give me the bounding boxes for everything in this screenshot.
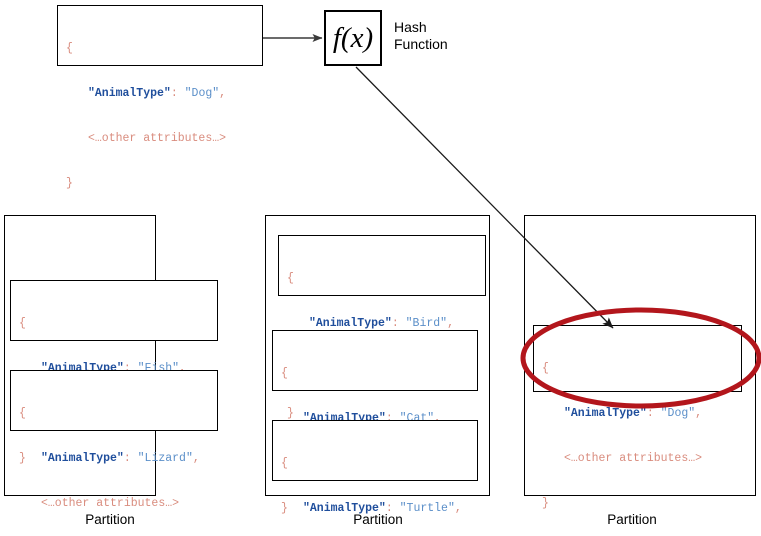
record-key-value-line: "AnimalType": "Turtle", bbox=[303, 502, 462, 515]
record-card-dog: { "AnimalType": "Dog", <…other attribute… bbox=[533, 325, 742, 510]
partition-container-1 bbox=[4, 215, 156, 496]
record-open-brace: { bbox=[66, 42, 73, 55]
record-other-attributes-line: <…other attributes…> bbox=[41, 497, 180, 510]
hash-caption-line-2: Function bbox=[394, 36, 448, 52]
record-card-cat: { "AnimalType": "Cat", <…other attribute… bbox=[272, 330, 478, 515]
record-open-brace: { bbox=[19, 407, 26, 420]
partition-label-1: Partition bbox=[85, 512, 135, 527]
record-close-brace: } bbox=[19, 452, 26, 465]
partition-label-3: Partition bbox=[607, 512, 657, 527]
input-record-card: { "AnimalType": "Dog", <…other attribute… bbox=[57, 5, 263, 190]
record-close-brace: } bbox=[281, 502, 288, 515]
record-key-value-line: "AnimalType": "Dog", bbox=[88, 87, 227, 100]
record-other-attributes-line: <…other attributes…> bbox=[88, 132, 227, 145]
record-open-brace: { bbox=[542, 362, 549, 375]
record-open-brace: { bbox=[287, 272, 294, 285]
record-close-brace: } bbox=[287, 407, 294, 420]
record-card-fish: { "AnimalType": "Fish", <…other attribut… bbox=[10, 280, 218, 465]
record-card-turtle: { "AnimalType": "Turtle", <…other attrib… bbox=[272, 420, 478, 515]
record-other-attributes-line: <…other attributes…> bbox=[564, 452, 703, 465]
partition-label-2: Partition bbox=[353, 512, 403, 527]
record-open-brace: { bbox=[281, 457, 288, 470]
record-open-brace: { bbox=[281, 367, 288, 380]
record-close-brace: } bbox=[66, 177, 73, 190]
hash-caption-line-1: Hash bbox=[394, 19, 427, 35]
record-card-bird: { "AnimalType": "Bird", <…other attribut… bbox=[278, 235, 486, 420]
hash-function-box: f(x) bbox=[324, 10, 382, 66]
record-key-value-line: "AnimalType": "Dog", bbox=[564, 407, 703, 420]
record-key-value-line: "AnimalType": "Bird", bbox=[309, 317, 454, 330]
hash-function-caption: Hash Function bbox=[394, 19, 448, 53]
record-card-lizard: { "AnimalType": "Lizard", <…other attrib… bbox=[10, 370, 218, 510]
record-key-value-line: "AnimalType": "Lizard", bbox=[41, 452, 200, 465]
record-open-brace: { bbox=[19, 317, 26, 330]
record-close-brace: } bbox=[542, 497, 549, 510]
hash-function-label: f(x) bbox=[332, 21, 374, 54]
